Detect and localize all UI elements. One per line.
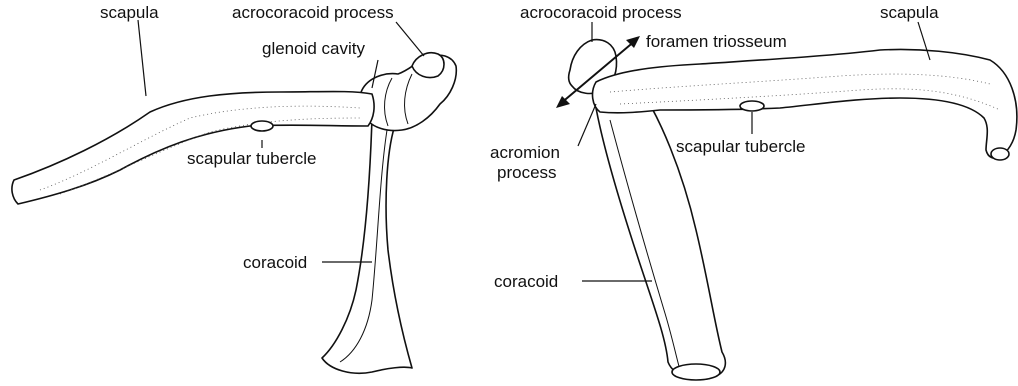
right-label-coracoid: coracoid <box>494 272 558 291</box>
right-coracoid-end <box>672 364 720 380</box>
left-acrocoracoid-leader <box>396 22 424 56</box>
right-scapula-tip <box>991 148 1009 160</box>
right-label-tubercle: scapular tubercle <box>676 137 805 156</box>
right-label-foramen: foramen triosseum <box>646 32 787 51</box>
left-label-scapula: scapula <box>100 3 159 22</box>
right-scapular-tubercle <box>740 101 764 111</box>
left-label-coracoid: coracoid <box>243 253 307 272</box>
left-scapula-bone <box>12 92 374 205</box>
right-label-acromion-2: process <box>497 163 557 182</box>
left-scapula-leader <box>138 20 146 96</box>
right-view: acrocoracoid process foramen triosseum s… <box>490 3 1017 380</box>
left-scapular-tubercle <box>251 121 273 131</box>
right-label-acromion-1: acromion <box>490 143 560 162</box>
left-label-acrocoracoid: acrocoracoid process <box>232 3 394 22</box>
right-acromion-leader <box>578 104 596 146</box>
left-label-tubercle: scapular tubercle <box>187 149 316 168</box>
left-label-glenoid: glenoid cavity <box>262 39 366 58</box>
right-coracoid-bone <box>595 84 726 380</box>
right-label-scapula: scapula <box>880 3 939 22</box>
left-view: scapula acrocoracoid process glenoid cav… <box>12 3 456 373</box>
right-label-acrocoracoid: acrocoracoid process <box>520 3 682 22</box>
left-acrocoracoid-knob <box>412 53 444 78</box>
